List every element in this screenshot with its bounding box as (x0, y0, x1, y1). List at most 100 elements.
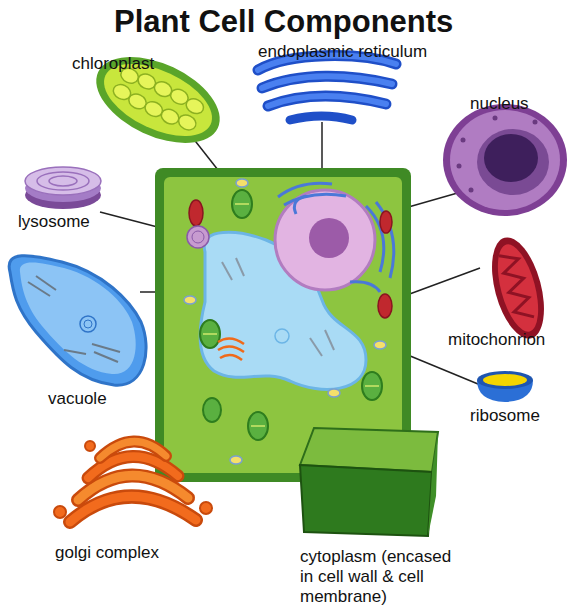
er-illustration (262, 76, 392, 88)
chloroplast-illustration (176, 112, 198, 132)
cytoplasm-illustration (428, 432, 438, 536)
part-label: endoplasmic reticulum (258, 42, 518, 62)
plant-cell (164, 177, 402, 473)
plant-cell (232, 190, 252, 218)
lysosome-illustration (49, 176, 77, 186)
plant-cell (218, 346, 244, 352)
vacuole-illustration (28, 276, 120, 362)
plant-cell (275, 329, 289, 343)
plant-cell (251, 425, 265, 427)
vacuole-illustration (9, 256, 146, 386)
nucleus-illustration (461, 138, 466, 143)
plant-cell (203, 333, 217, 335)
golgi-illustration (54, 441, 212, 518)
nucleus-illustration (443, 104, 567, 216)
plant-cell (203, 398, 221, 422)
vacuole-illustration (20, 263, 136, 375)
plant-cell (374, 341, 386, 349)
plant-cell (275, 190, 375, 290)
golgi-illustration (200, 502, 212, 514)
part-label: nucleus (470, 94, 565, 114)
plant-cell (236, 258, 244, 276)
part-label: vacuole (48, 389, 168, 409)
part-label: chloroplast (72, 54, 272, 74)
plant-cell (325, 330, 334, 350)
plant-cell (220, 355, 242, 360)
plant-cell (200, 320, 220, 348)
golgi-illustration (100, 441, 166, 458)
plant-cell (278, 183, 394, 292)
plant-cell (378, 294, 392, 318)
plant-cell (218, 338, 244, 360)
lysosome-illustration (25, 167, 101, 195)
nucleus-illustration (493, 116, 498, 121)
mitochondrion-illustration (499, 251, 534, 321)
ribosome-illustration (483, 374, 527, 386)
plant-cell (284, 194, 346, 205)
plant-cell (309, 218, 349, 258)
part-label: golgi complex (55, 543, 235, 563)
ribosome-illustration (477, 371, 533, 389)
plant-cell (362, 372, 382, 400)
plant-cell (235, 203, 249, 205)
plant-cell (380, 211, 392, 233)
nucleus-illustration (457, 116, 538, 193)
plant-cell (350, 282, 380, 292)
plant-cell (203, 204, 379, 426)
plant-cell (200, 190, 382, 440)
mitochondrion-illustration (482, 232, 553, 344)
golgi-illustration (100, 441, 166, 458)
nucleus-illustration (533, 120, 538, 125)
er-illustration (290, 116, 352, 120)
vacuole-illustration (36, 276, 56, 290)
part-label: cytoplasm (encased in cell wall & cell m… (300, 547, 468, 607)
vacuole-illustration (9, 256, 146, 386)
chloroplast-illustration (184, 96, 206, 116)
plant-cell (218, 338, 244, 344)
plant-cell (184, 179, 392, 464)
plant-cell (184, 296, 196, 304)
plant-cell (365, 385, 379, 387)
plant-cell (187, 226, 209, 248)
golgi-illustration (70, 496, 196, 522)
er-illustration (268, 96, 386, 106)
plant-cell (310, 338, 322, 356)
plant-cell (230, 456, 242, 464)
plant-cell (222, 262, 232, 280)
cytoplasm-illustration (300, 465, 432, 536)
part-label: lysosome (18, 212, 138, 232)
plant-cell (328, 389, 340, 397)
plant-cell (294, 196, 306, 214)
golgi-illustration (85, 441, 95, 451)
vacuole-illustration (92, 344, 120, 352)
golgi-illustration (70, 496, 196, 522)
cytoplasm-illustration (300, 428, 438, 536)
vacuole-illustration (80, 316, 96, 332)
nucleus-illustration (484, 134, 538, 182)
nucleus-illustration (477, 129, 549, 195)
plant-cell (189, 200, 392, 318)
plant-cell (236, 179, 248, 187)
golgi-illustration (54, 506, 66, 518)
plant-cell (376, 202, 394, 278)
part-label: mitochonrion (448, 330, 568, 350)
golgi-illustration (54, 441, 212, 522)
part-label: ribosome (470, 406, 565, 426)
nucleus-illustration (457, 164, 462, 169)
chloroplast-illustration (159, 107, 181, 127)
nucleus-illustration (469, 188, 474, 193)
nucleus-illustration (443, 104, 567, 216)
plant-cell (248, 412, 268, 440)
mitochondrion-illustration (482, 232, 553, 344)
chloroplast-illustration (110, 64, 207, 135)
nucleus-illustration (450, 110, 560, 210)
vacuole-illustration (94, 352, 118, 362)
diagram-title: Plant Cell Components (114, 4, 453, 40)
lysosome-illustration (25, 167, 101, 209)
vacuole-illustration (64, 350, 86, 354)
er-illustration (262, 76, 392, 88)
ribosome-illustration (477, 371, 533, 402)
er-illustration (258, 56, 396, 120)
